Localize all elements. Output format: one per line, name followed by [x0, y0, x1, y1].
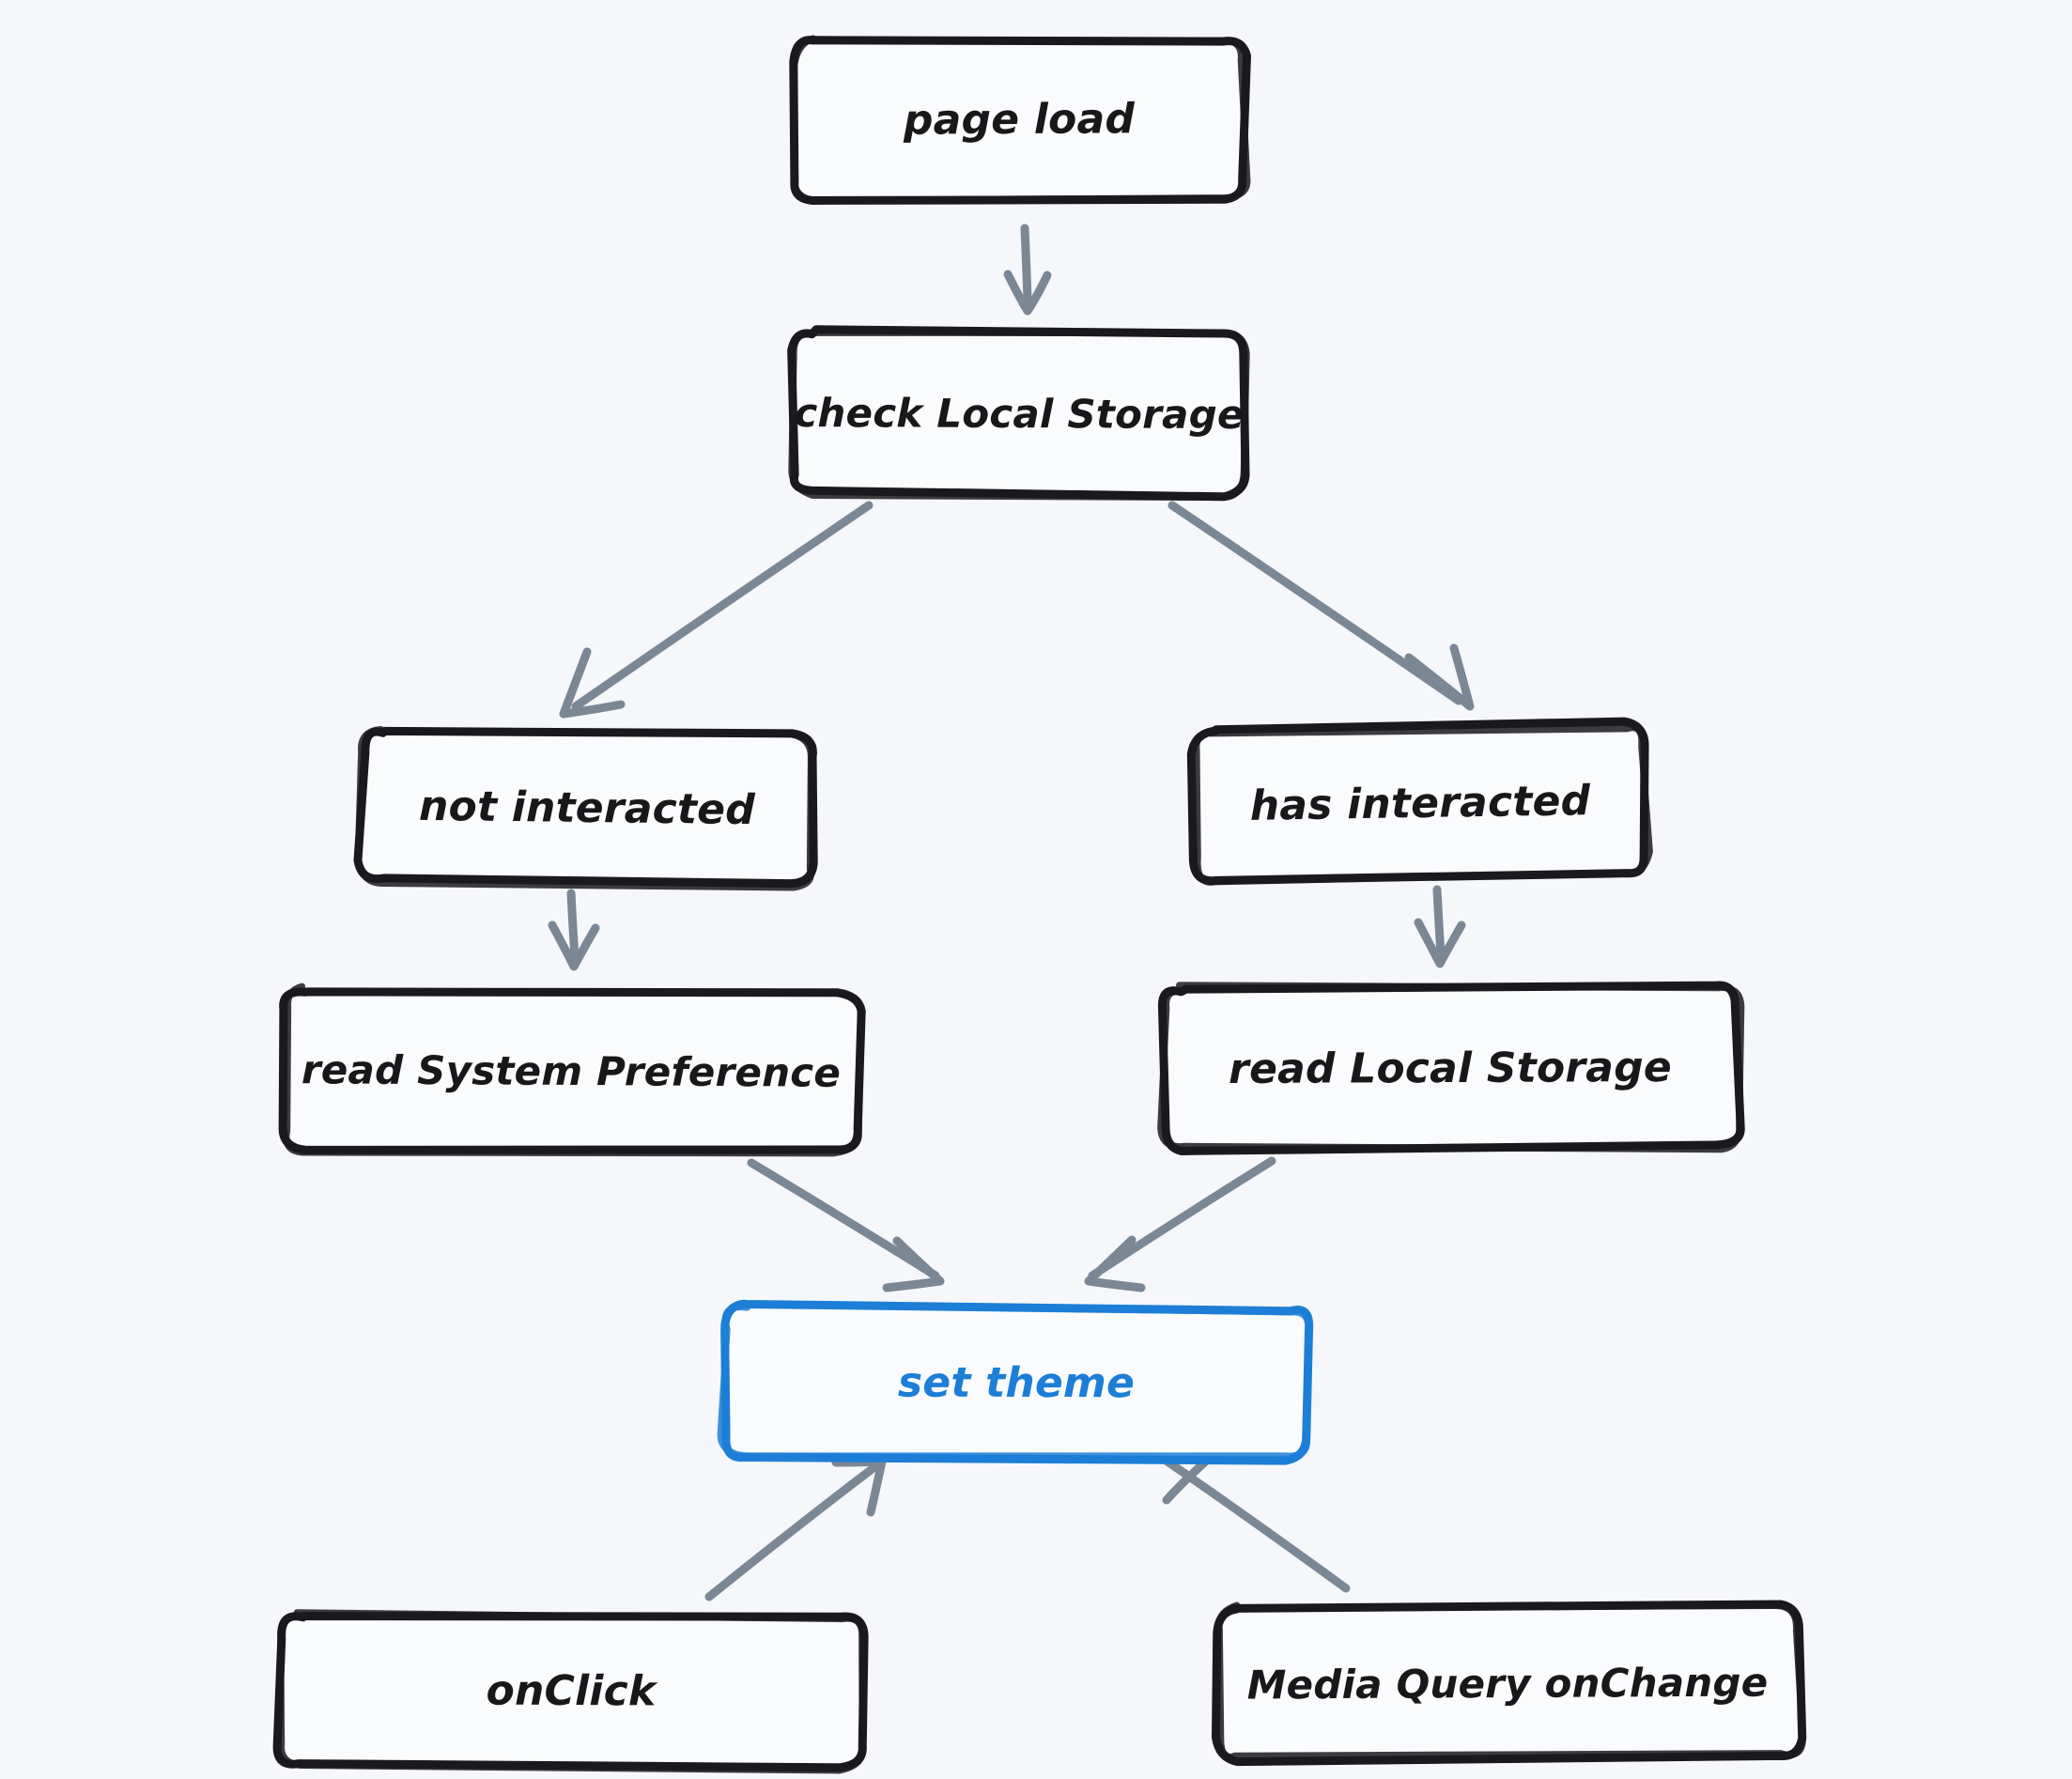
node-read-local-storage[interactable]	[1157, 981, 1745, 1155]
node-media-query-onchange[interactable]	[1211, 1600, 1807, 1767]
node-read-system-preference[interactable]	[278, 982, 866, 1157]
edge-not-interacted-to-read-system-preference	[548, 889, 600, 971]
node-set-theme[interactable]	[717, 1299, 1314, 1465]
edge-page-load-to-check-local-storage	[1003, 224, 1052, 316]
edge-media-query-onchange-to-set-theme	[1157, 1452, 1351, 1593]
edge-read-local-storage-to-set-theme	[1084, 1156, 1276, 1292]
edge-has-interacted-to-read-local-storage	[1414, 885, 1466, 968]
edge-read-system-preference-to-set-theme	[747, 1158, 945, 1292]
edge-check-local-storage-to-not-interacted	[559, 501, 874, 719]
node-not-interacted[interactable]	[353, 725, 818, 891]
node-check-local-storage[interactable]	[787, 325, 1250, 502]
node-page-load[interactable]	[789, 35, 1251, 205]
edge-check-local-storage-to-has-interacted	[1167, 501, 1475, 711]
edge-on-click-to-set-theme	[704, 1457, 887, 1601]
node-has-interacted[interactable]	[1186, 717, 1653, 886]
node-on-click[interactable]	[272, 1609, 869, 1774]
